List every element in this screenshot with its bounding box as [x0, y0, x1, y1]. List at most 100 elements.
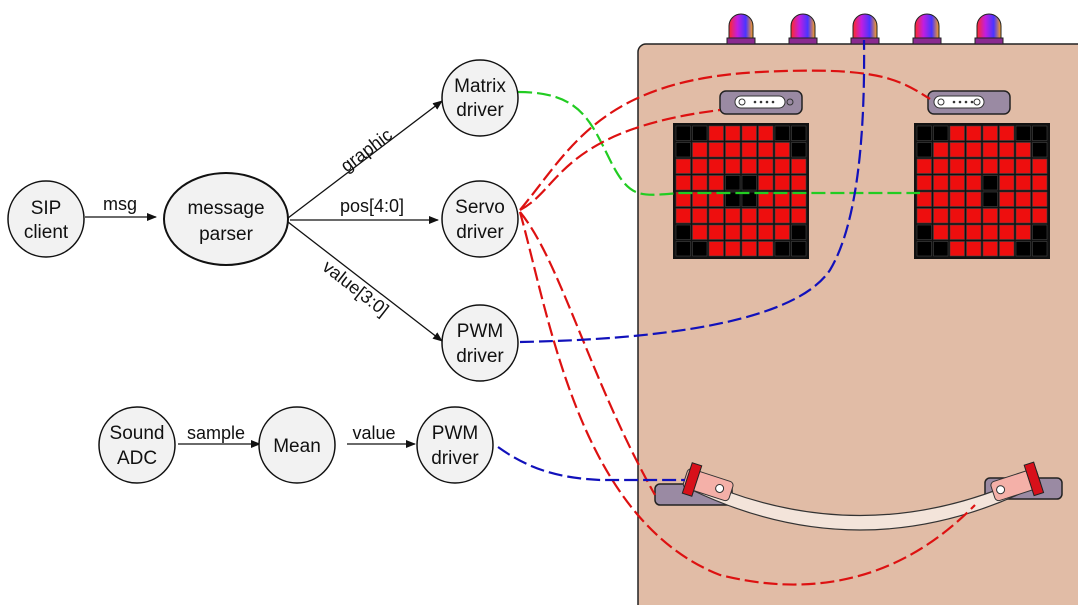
matrix-pixel — [1015, 224, 1031, 240]
matrix-pixel — [949, 158, 965, 174]
label-pwm-driver-top-2: driver — [456, 346, 504, 367]
edge-label-graphic: graphic — [337, 124, 396, 176]
matrix-pixel — [774, 191, 790, 207]
led-3 — [852, 13, 878, 45]
matrix-pixel — [949, 224, 965, 240]
matrix-pixel — [675, 241, 691, 257]
matrix-pixel — [758, 142, 774, 158]
matrix-pixel — [791, 191, 807, 207]
label-sound-adc-2: ADC — [117, 448, 157, 469]
matrix-pixel — [725, 241, 741, 257]
matrix-pixel — [791, 158, 807, 174]
flow-edges — [85, 100, 443, 448]
matrix-pixel — [741, 125, 757, 141]
led-base-1 — [726, 37, 756, 45]
matrix-pixel — [1015, 175, 1031, 191]
matrix-pixel — [708, 125, 724, 141]
node-message-parser — [163, 172, 289, 266]
matrix-pixel — [774, 175, 790, 191]
matrix-pixel — [675, 224, 691, 240]
led-1 — [728, 13, 754, 45]
label-message-parser-2: parser — [199, 224, 254, 245]
edge-label-value: value — [352, 423, 395, 443]
matrix-pixel — [982, 241, 998, 257]
matrix-pixel — [791, 125, 807, 141]
matrix-pixel — [741, 158, 757, 174]
servo-top-left — [719, 90, 803, 115]
matrix-pixel — [1032, 175, 1048, 191]
matrix-pixel — [933, 241, 949, 257]
wire-pwm-slider — [497, 446, 685, 482]
matrix-pixel — [999, 241, 1015, 257]
matrix-pixel — [999, 208, 1015, 224]
node-matrix-driver — [441, 59, 519, 137]
matrix-pixel — [758, 125, 774, 141]
matrix-pixel — [725, 224, 741, 240]
edge-label-pos: pos[4:0] — [340, 196, 404, 216]
matrix-pixel — [741, 208, 757, 224]
node-sip-client — [7, 180, 85, 258]
matrix-pixel — [966, 175, 982, 191]
matrix-pixel — [692, 175, 708, 191]
wires — [497, 39, 976, 586]
matrix-pixel — [774, 158, 790, 174]
wire-servo-bottom-left — [519, 211, 656, 496]
led-matrix-right — [914, 123, 1050, 259]
matrix-pixel — [725, 158, 741, 174]
label-pwm-driver-top-1: PWM — [457, 321, 503, 342]
matrix-pixel — [708, 208, 724, 224]
matrix-pixel — [741, 175, 757, 191]
node-servo-driver — [441, 180, 519, 258]
label-pwm-driver-bottom-2: driver — [431, 448, 479, 469]
matrix-pixel — [982, 208, 998, 224]
matrix-pixel — [1015, 241, 1031, 257]
matrix-pixel — [916, 125, 932, 141]
matrix-pixel — [982, 175, 998, 191]
matrix-pixel — [791, 241, 807, 257]
label-mean: Mean — [273, 436, 321, 457]
matrix-pixel — [758, 175, 774, 191]
matrix-pixel — [949, 125, 965, 141]
matrix-pixel — [1015, 125, 1031, 141]
matrix-pixel — [966, 208, 982, 224]
matrix-pixel — [933, 142, 949, 158]
matrix-pixel — [999, 224, 1015, 240]
matrix-pixel — [758, 208, 774, 224]
matrix-pixel — [982, 142, 998, 158]
matrix-pixel — [741, 224, 757, 240]
matrix-pixel — [708, 158, 724, 174]
matrix-pixel — [999, 191, 1015, 207]
matrix-pixel — [708, 142, 724, 158]
matrix-pixel — [675, 208, 691, 224]
edge-label-msg: msg — [103, 194, 137, 214]
label-matrix-driver-2: driver — [456, 100, 504, 121]
matrix-pixel — [692, 158, 708, 174]
matrix-pixel — [675, 175, 691, 191]
matrix-pixel — [949, 175, 965, 191]
matrix-pixel — [725, 208, 741, 224]
label-servo-driver-1: Servo — [455, 197, 505, 218]
matrix-pixel — [1015, 191, 1031, 207]
label-message-parser-1: message — [187, 198, 264, 219]
wire-servo-top-left — [519, 108, 721, 211]
led-5 — [976, 13, 1002, 45]
matrix-pixel — [916, 224, 932, 240]
node-sound-adc — [98, 406, 176, 484]
led-strip — [726, 13, 1004, 45]
matrix-pixel — [774, 241, 790, 257]
matrix-pixel — [758, 158, 774, 174]
slider-track — [654, 461, 1063, 531]
matrix-pixel — [708, 191, 724, 207]
matrix-pixel — [933, 158, 949, 174]
matrix-pixel — [725, 125, 741, 141]
matrix-pixel — [1032, 125, 1048, 141]
wire-servo-bottom-right — [518, 211, 976, 586]
matrix-pixel — [791, 224, 807, 240]
matrix-pixel — [1032, 208, 1048, 224]
matrix-pixel — [741, 241, 757, 257]
matrix-pixel — [774, 224, 790, 240]
matrix-pixel — [1015, 208, 1031, 224]
matrix-pixel — [916, 241, 932, 257]
node-pwm-driver-bottom — [416, 406, 494, 484]
